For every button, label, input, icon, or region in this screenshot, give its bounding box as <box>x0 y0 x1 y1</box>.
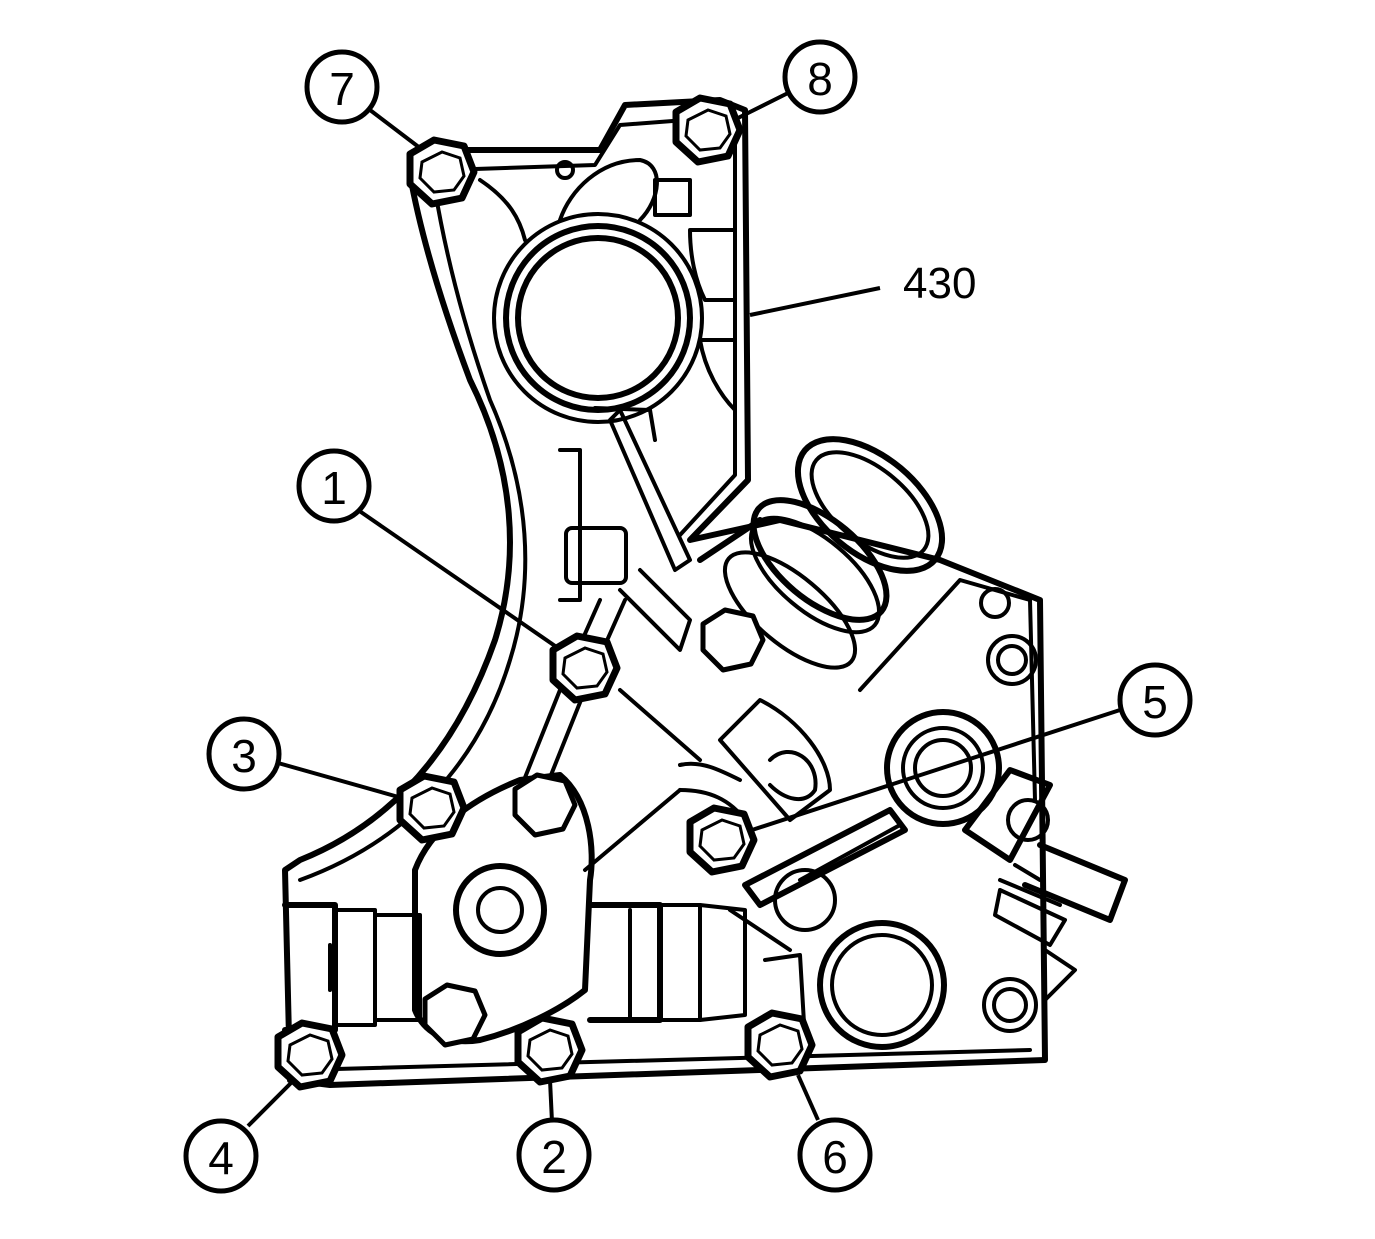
bolts <box>274 94 816 1091</box>
callout-1-label: 1 <box>321 462 347 514</box>
upper-bore <box>478 158 737 572</box>
leader-2 <box>548 1079 554 1123</box>
bolt-5 <box>686 804 758 876</box>
callout-8: 8 <box>782 39 858 115</box>
leader-7 <box>368 108 422 150</box>
bolt-3 <box>396 772 468 844</box>
leader-4 <box>246 1080 294 1128</box>
bolt-unnumbered-flange-bottom <box>422 982 488 1048</box>
callout-3-label: 3 <box>231 730 257 782</box>
spring-valve-assembly <box>697 436 946 670</box>
leader-3 <box>277 761 403 800</box>
leader-5 <box>751 708 1121 832</box>
center-web <box>518 448 747 872</box>
bolt-4 <box>274 1019 346 1091</box>
callout-8-label: 8 <box>807 53 833 105</box>
leader-6 <box>796 1074 820 1121</box>
bolt-2 <box>514 1014 586 1086</box>
bolt-1 <box>549 632 621 704</box>
callout-6: 6 <box>797 1117 873 1193</box>
part-number-label: 430 <box>903 259 976 308</box>
callout-1: 1 <box>296 448 372 524</box>
callout-7: 7 <box>304 49 380 125</box>
leader-1 <box>356 508 560 650</box>
lower-bore <box>763 920 1077 1050</box>
callout-3: 3 <box>206 716 282 792</box>
callout-7-label: 7 <box>329 63 355 115</box>
bolt-7 <box>406 136 478 208</box>
leader-430 <box>749 286 881 317</box>
callout-4: 4 <box>183 1118 259 1194</box>
callout-5-label: 5 <box>1142 676 1168 728</box>
callout-2-label: 2 <box>541 1131 567 1183</box>
leader-8 <box>737 90 791 120</box>
callout-5: 5 <box>1117 662 1193 738</box>
callouts: 1 2 3 4 5 6 7 8 <box>183 39 1193 1194</box>
housing-bottom-flange <box>298 1048 1032 1072</box>
callout-4-label: 4 <box>208 1132 234 1184</box>
bolt-6 <box>744 1009 816 1081</box>
callout-6-label: 6 <box>822 1131 848 1183</box>
bolt-unnumbered-center <box>700 607 766 673</box>
callout-2: 2 <box>516 1117 592 1193</box>
right-lobe <box>718 578 1128 952</box>
bolt-unnumbered-flange-top <box>512 772 578 838</box>
bolt-8 <box>672 94 744 166</box>
leader-lines <box>246 90 1121 1128</box>
